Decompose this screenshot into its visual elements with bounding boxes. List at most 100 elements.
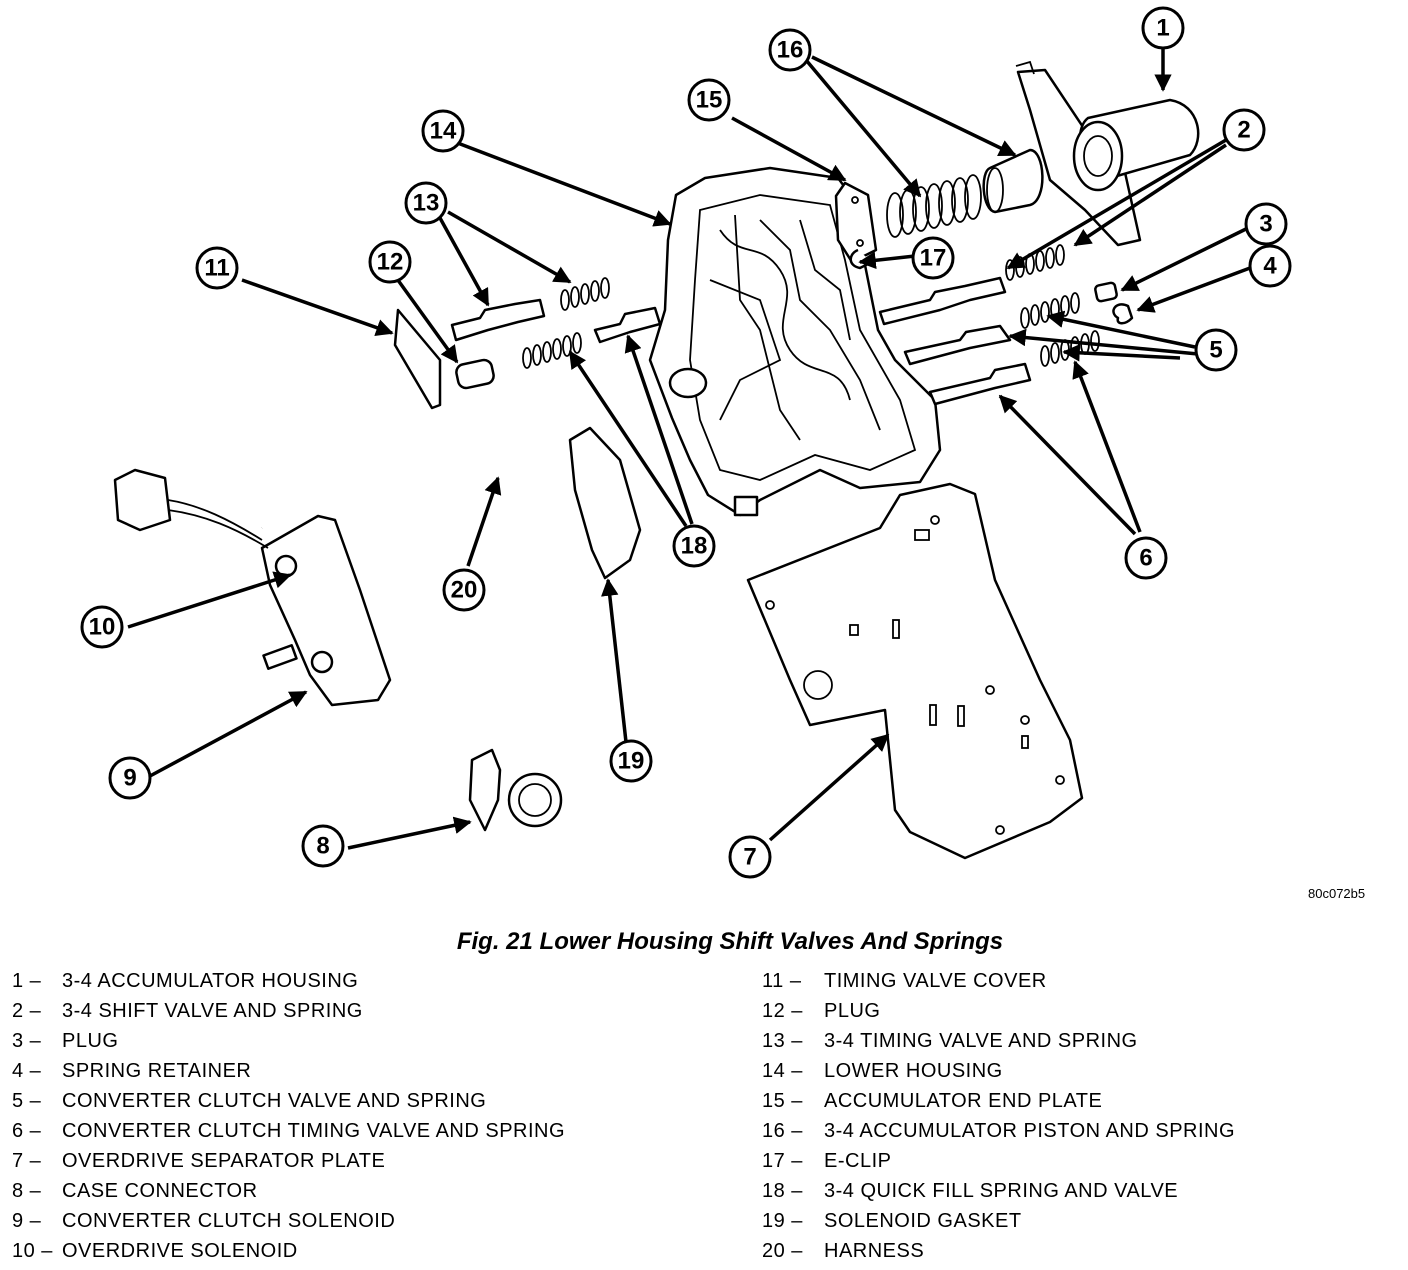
legend-label: E-CLIP	[824, 1150, 892, 1172]
callout-7: 7	[728, 835, 772, 879]
callout-number: 5	[1209, 337, 1222, 364]
legend-item: 16 – 3-4 ACCUMULATOR PISTON AND SPRING	[762, 1116, 1235, 1146]
callout-circle	[768, 28, 812, 72]
callout-14: 14	[421, 109, 465, 153]
legend-label: 3-4 SHIFT VALVE AND SPRING	[62, 1000, 363, 1022]
legend-number: 5 –	[12, 1090, 42, 1112]
legend-item: 9 – CONVERTER CLUTCH SOLENOID	[12, 1206, 565, 1236]
legend-label: 3-4 ACCUMULATOR PISTON AND SPRING	[824, 1120, 1236, 1142]
legend-label: 3-4 QUICK FILL SPRING AND VALVE	[824, 1180, 1179, 1202]
plug-part	[1094, 281, 1118, 303]
callout-circle	[609, 739, 653, 783]
callout-number: 3	[1259, 211, 1272, 238]
legend-label: CONVERTER CLUTCH TIMING VALVE AND SPRING	[62, 1120, 566, 1142]
callout-number: 16	[777, 37, 804, 64]
accumulator-housing-part	[1015, 60, 1200, 247]
legend-label: CONVERTER CLUTCH SOLENOID	[62, 1210, 396, 1232]
callout-circle	[80, 605, 124, 649]
callout-2: 2	[1222, 108, 1266, 152]
legend-number: 8 –	[12, 1180, 42, 1202]
plug-12-part	[455, 358, 495, 390]
legend-item: 17 – E-CLIP	[762, 1146, 1235, 1176]
separator-plate-part	[746, 482, 1084, 860]
callout-circle	[368, 240, 412, 284]
callout-6: 6	[1124, 536, 1168, 580]
spring-retainer-part	[1112, 303, 1134, 325]
legend-number: 1 –	[12, 970, 42, 992]
legend-item: 10 – OVERDRIVE SOLENOID	[12, 1236, 565, 1266]
legend-item: 19 –SOLENOID GASKET	[762, 1206, 1235, 1236]
callout-circle	[1222, 108, 1266, 152]
legend-item: 2 – 3-4 SHIFT VALVE AND SPRING	[12, 996, 565, 1026]
callout-circle	[301, 824, 345, 868]
callout-number: 14	[430, 118, 457, 145]
callout-19: 19	[609, 739, 653, 783]
legend-label: CASE CONNECTOR	[62, 1180, 258, 1202]
legend-item: 3 – PLUG	[12, 1026, 565, 1056]
callout-number: 17	[920, 245, 947, 272]
callout-circle	[1141, 6, 1185, 50]
callout-circle	[1124, 536, 1168, 580]
solenoid-assembly-part	[113, 468, 392, 707]
legend-item: 8 – CASE CONNECTOR	[12, 1176, 565, 1206]
legend-number: 17 –	[762, 1150, 803, 1172]
callout-13: 13	[404, 181, 448, 225]
legend-label: 3-4 ACCUMULATOR HOUSING	[62, 970, 359, 992]
callout-16: 16	[768, 28, 812, 72]
legend-number: 10 –	[12, 1240, 53, 1262]
legend-left-column: 1 – 3-4 ACCUMULATOR HOUSING 2 – 3-4 SHIFT V…	[12, 966, 565, 1266]
callout-17: 17	[911, 236, 955, 280]
callout-18: 18	[672, 524, 716, 568]
lower-housing-part	[648, 166, 942, 517]
callout-number: 11	[204, 255, 229, 282]
legend-number: 11 –	[762, 970, 802, 992]
callout-number: 12	[377, 249, 404, 276]
callout-number: 20	[451, 577, 478, 604]
legend-label: CONVERTER CLUTCH VALVE AND SPRING	[62, 1090, 487, 1112]
timing-valve-13-part	[450, 277, 610, 342]
legend-label: PLUG	[62, 1030, 119, 1052]
legend-item: 6 –CONVERTER CLUTCH TIMING VALVE AND SPR…	[12, 1116, 565, 1146]
converter-clutch-valve-part	[903, 292, 1080, 366]
legend-label: OVERDRIVE SEPARATOR PLATE	[62, 1150, 386, 1172]
legend-item: 11 –TIMING VALVE COVER	[762, 966, 1235, 996]
legend-label: 3-4 TIMING VALVE AND SPRING	[824, 1030, 1138, 1052]
figure-caption: Fig. 21 Lower Housing Shift Valves And S…	[456, 928, 1004, 955]
solenoid-gasket-part	[568, 426, 642, 580]
legend-item: 5 – CONVERTER CLUTCH VALVE AND SPRING	[12, 1086, 565, 1116]
callout-3: 3	[1244, 202, 1288, 246]
legend-number: 7 –	[12, 1150, 42, 1172]
callout-11: 11	[195, 246, 239, 290]
callout-circle	[728, 835, 772, 879]
legend-item: 1 – 3-4 ACCUMULATOR HOUSING	[12, 966, 565, 996]
legend-number: 2 –	[12, 1000, 42, 1022]
case-connector-part	[468, 748, 563, 832]
timing-valve-cover-part	[393, 308, 442, 410]
legend-label: HARNESS	[824, 1240, 925, 1262]
callout-circle	[1194, 328, 1238, 372]
callout-number: 4	[1263, 253, 1277, 280]
callout-4: 4	[1248, 244, 1292, 288]
legend-number: 16 –	[762, 1120, 803, 1142]
legend-number: 9 –	[12, 1210, 42, 1232]
legend-label: SOLENOID GASKET	[824, 1210, 1022, 1232]
callout-number: 10	[89, 614, 116, 641]
legend-item: 7 – OVERDRIVE SEPARATOR PLATE	[12, 1146, 565, 1176]
callout-circle	[1244, 202, 1288, 246]
callout-circle	[672, 524, 716, 568]
callout-number: 18	[681, 533, 708, 560]
legend-label: PLUG	[824, 1000, 881, 1022]
legend-item: 18 – 3-4 QUICK FILL SPRING AND VALVE	[762, 1176, 1235, 1206]
legend-number: 14 –	[762, 1060, 803, 1082]
callout-number: 7	[743, 844, 756, 871]
callout-circle	[421, 109, 465, 153]
legend-number: 3 –	[12, 1030, 42, 1052]
legend-number: 18 –	[762, 1180, 803, 1202]
legend-item: 14 –LOWER HOUSING	[762, 1056, 1235, 1086]
callout-circle	[911, 236, 955, 280]
legend-item: 13 –3-4 TIMING VALVE AND SPRING	[762, 1026, 1235, 1056]
callout-5: 5	[1194, 328, 1238, 372]
legend-label: OVERDRIVE SOLENOID	[62, 1240, 298, 1262]
